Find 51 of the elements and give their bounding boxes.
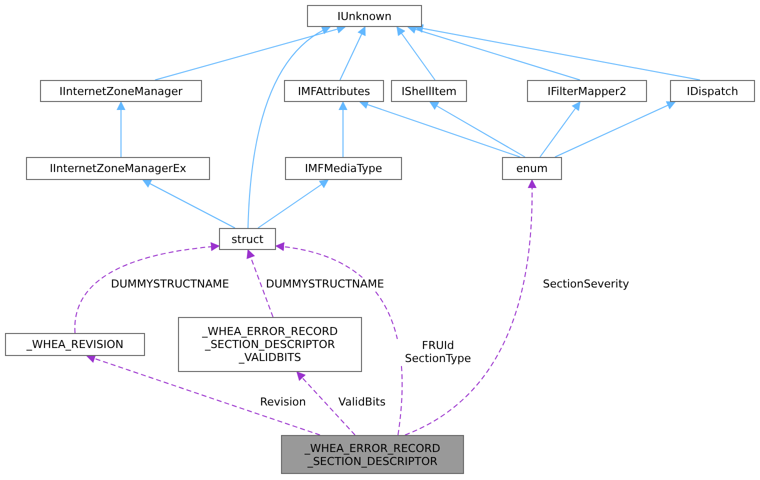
class-box (502, 157, 562, 180)
class-name: IFilterMapper2 (548, 84, 626, 98)
arrow (414, 24, 700, 80)
dashed-arrow (296, 371, 356, 436)
class-name: _WHEA_ERROR_RECORD _SECTION_DESCRIPTOR (304, 442, 442, 468)
edge-label: DUMMYSTRUCTNAME (108, 278, 232, 290)
arrow (359, 100, 520, 158)
arrow (338, 101, 348, 158)
class-name: enum (516, 162, 548, 175)
class-name: IDispatch (686, 84, 738, 98)
arrow (258, 180, 329, 228)
class-box (391, 80, 467, 102)
class-name: struct (232, 232, 264, 246)
arrow (248, 26, 331, 228)
highlighted-class-box (281, 435, 464, 474)
dashed-arrow (404, 179, 536, 436)
class-name: IInternetZoneManagerEx (50, 162, 186, 175)
class-box (527, 80, 647, 102)
dashed-arrow (86, 354, 320, 436)
class-name: IMFMediaType (304, 162, 382, 175)
edge-label: ValidBits (336, 396, 388, 408)
class-box (40, 80, 202, 102)
class-name: IInternetZoneManager (59, 84, 183, 98)
edge-label: DUMMYSTRUCTNAME (264, 278, 386, 290)
arrow (540, 101, 581, 158)
class-box (284, 80, 384, 102)
class-box (670, 80, 755, 102)
class-box (26, 157, 210, 180)
class-box (307, 5, 422, 27)
class-box (285, 157, 402, 180)
arrow (407, 25, 580, 80)
arrow (396, 26, 436, 80)
class-box (219, 228, 276, 250)
arrow (429, 102, 526, 158)
dashed-arrow (246, 249, 274, 318)
dashed-arrow (74, 242, 220, 334)
class-box (178, 317, 362, 372)
arrow (154, 24, 346, 80)
class-name: IShellItem (401, 84, 457, 98)
class-name: IUnknown (337, 10, 392, 22)
class-box (5, 333, 145, 356)
arrow (554, 101, 676, 158)
edge-label: Revision (258, 396, 308, 408)
arrow (142, 180, 236, 228)
dashed-arrow (275, 242, 403, 436)
edge-label: SectionSeverity (540, 278, 632, 290)
class-name: _WHEA_REVISION (26, 338, 124, 351)
class-name: IMFAttributes (298, 84, 370, 98)
class-name: _WHEA_ERROR_RECORD _SECTION_DESCRIPTOR _VALIDBITS (201, 325, 339, 364)
arrow (340, 26, 366, 80)
arrow (116, 101, 126, 158)
